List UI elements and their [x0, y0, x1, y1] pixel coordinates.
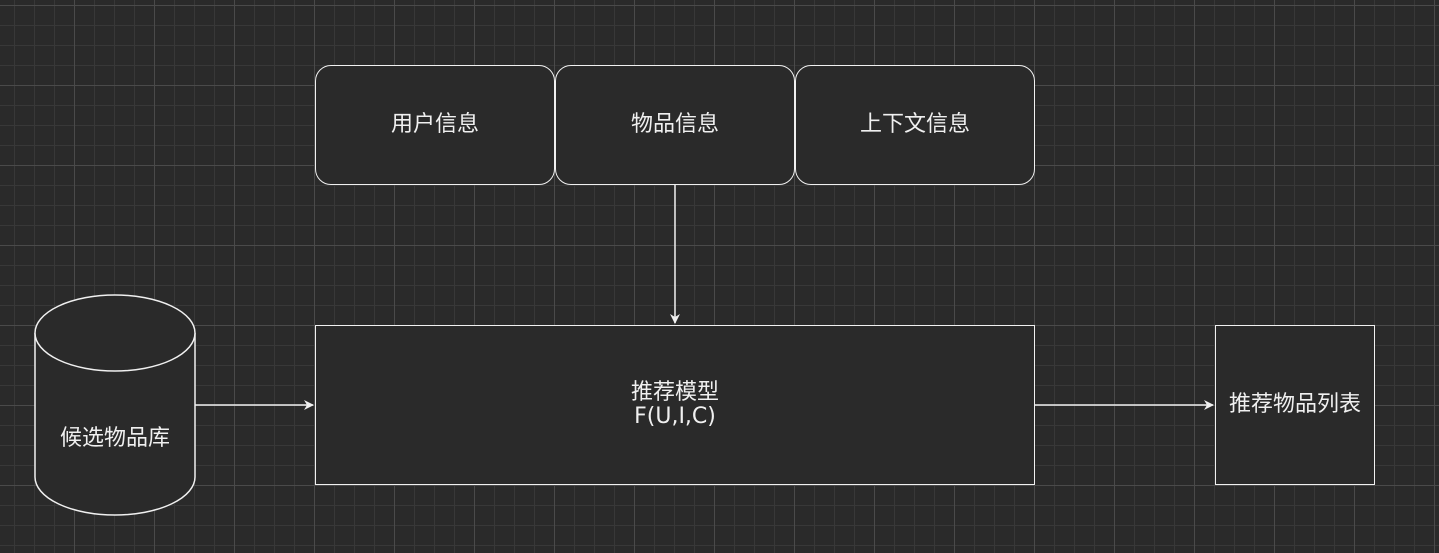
item-info-node[interactable]: 物品信息	[555, 65, 795, 185]
candidate-db-cylinder[interactable]	[34, 294, 196, 516]
item-info-label: 物品信息	[630, 111, 719, 137]
context-info-node[interactable]: 上下文信息	[795, 65, 1035, 185]
model-title: 推荐模型	[630, 379, 719, 405]
model-formula: F(U,I,C)	[634, 404, 716, 429]
result-label: 推荐物品列表	[1228, 391, 1361, 417]
candidate-db-label: 候选物品库	[59, 426, 170, 451]
recommended-items-list-node[interactable]: 推荐物品列表	[1215, 325, 1375, 485]
context-info-label: 上下文信息	[859, 111, 970, 137]
user-info-label: 用户信息	[390, 111, 479, 137]
recommendation-model-node[interactable]: 推荐模型 F(U,I,C)	[315, 325, 1035, 485]
user-info-node[interactable]: 用户信息	[315, 65, 555, 185]
